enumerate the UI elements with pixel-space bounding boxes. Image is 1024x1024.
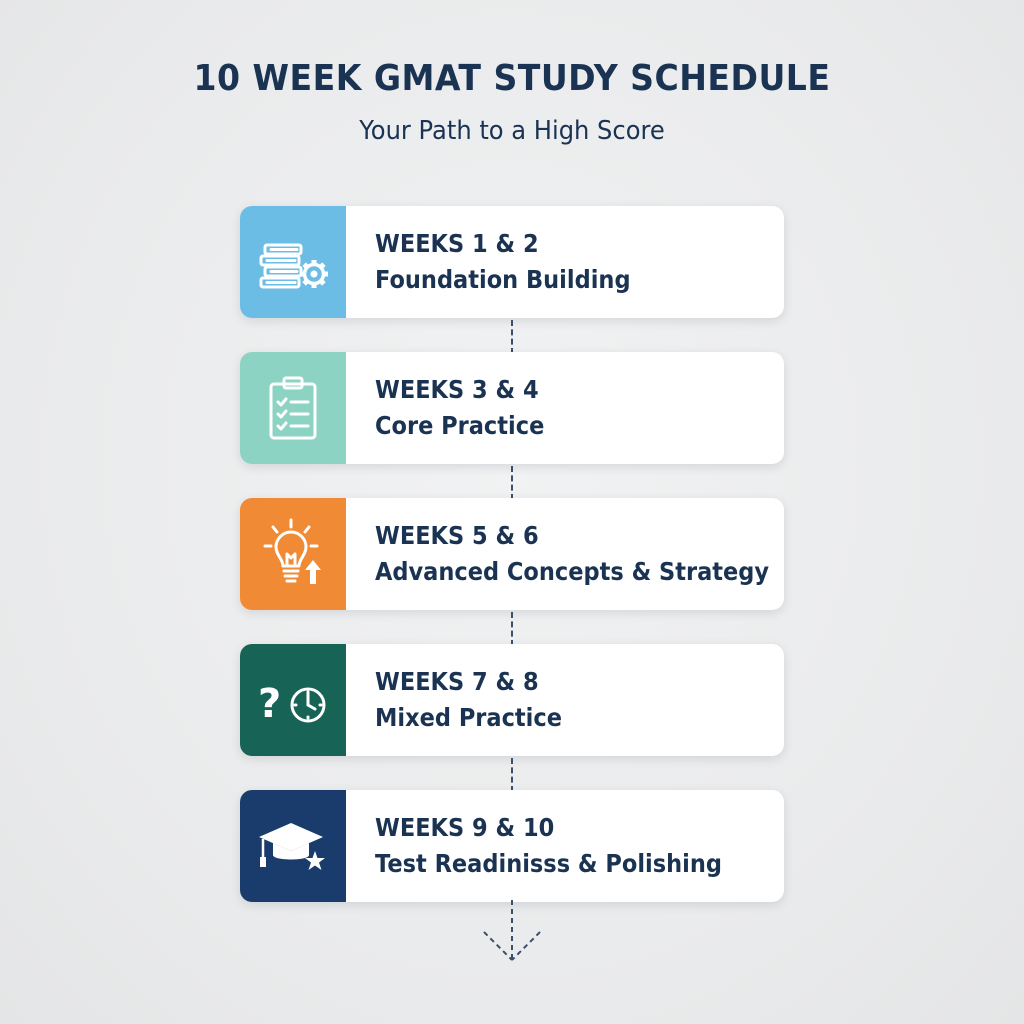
graduation-cap-star-icon xyxy=(259,823,325,870)
stage-icon-box-4: ? xyxy=(240,644,346,756)
stage-icon-box-3 xyxy=(240,498,346,610)
stage-weeks-5: WEEKS 9 & 10 xyxy=(375,813,555,842)
stage-phase-1: Foundation Building xyxy=(375,265,631,294)
question-clock-icon: ? xyxy=(258,681,326,727)
stage-phase-5: Test Readinisss & Polishing xyxy=(375,849,723,878)
stage-phase-3: Advanced Concepts & Strategy xyxy=(375,557,770,586)
connector-line-3 xyxy=(511,612,513,646)
books-gear-icon xyxy=(259,243,328,289)
stage-card-5: WEEKS 9 & 10 Test Readinisss & Polishing xyxy=(240,790,784,902)
stage-phase-2: Core Practice xyxy=(375,411,545,440)
page-subtitle: Your Path to a High Score xyxy=(359,116,665,146)
stage-card-1: WEEKS 1 & 2 Foundation Building xyxy=(240,206,784,318)
lightbulb-arrow-icon xyxy=(263,518,321,584)
stage-card-3: WEEKS 5 & 6 Advanced Concepts & Strategy xyxy=(240,498,784,610)
stage-weeks-1: WEEKS 1 & 2 xyxy=(375,229,539,258)
stage-weeks-4: WEEKS 7 & 8 xyxy=(375,667,539,696)
connector-line-1 xyxy=(511,320,513,354)
connector-line-4 xyxy=(511,758,513,792)
stage-icon-box-1 xyxy=(240,206,346,318)
stage-weeks-2: WEEKS 3 & 4 xyxy=(375,375,539,404)
stage-phase-4: Mixed Practice xyxy=(375,703,562,732)
connector-line-2 xyxy=(511,466,513,500)
end-arrow-icon xyxy=(483,900,541,961)
stage-card-4: ? WEEKS 7 & 8 Mixed Practice xyxy=(240,644,784,756)
stage-icon-box-2 xyxy=(240,352,346,464)
clipboard-checklist-icon xyxy=(269,376,317,440)
stage-weeks-3: WEEKS 5 & 6 xyxy=(375,521,539,550)
page-title: 10 WEEK GMAT STUDY SCHEDULE xyxy=(193,58,831,99)
svg-text:?: ? xyxy=(258,681,281,727)
stage-card-2: WEEKS 3 & 4 Core Practice xyxy=(240,352,784,464)
stage-icon-box-5 xyxy=(240,790,346,902)
